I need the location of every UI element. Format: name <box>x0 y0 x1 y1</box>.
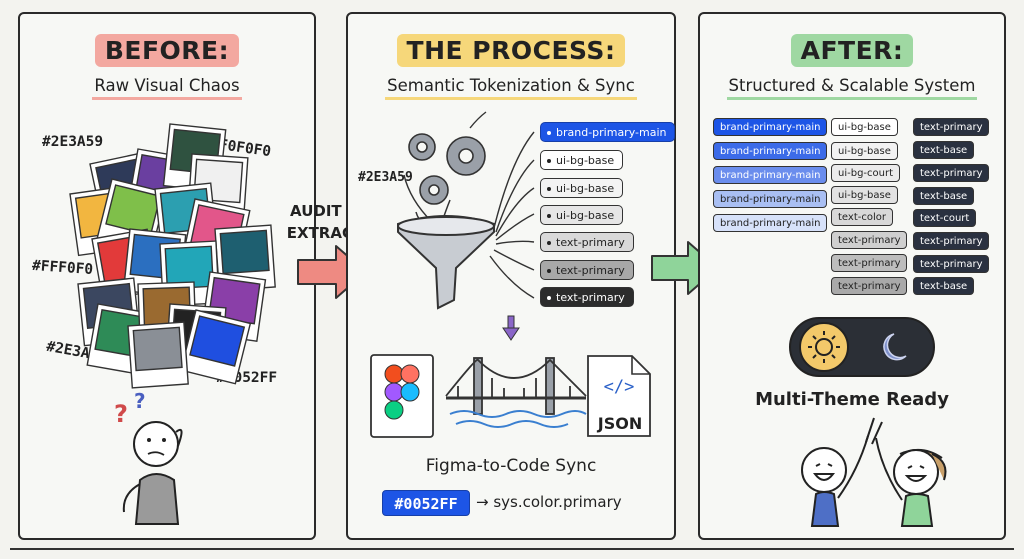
after-subtitle: Structured & Scalable System <box>700 76 1004 100</box>
token-chip: ui-bg-base <box>831 142 898 160</box>
json-file-icon: </> <box>587 355 651 437</box>
process-subtitle: Semantic Tokenization & Sync <box>348 76 674 100</box>
token-chip: text-primary <box>540 260 634 280</box>
theme-toggle[interactable] <box>788 316 936 378</box>
after-panel: AFTER: Structured & Scalable System <box>698 12 1006 540</box>
hex-label: #2E3A59 <box>42 134 104 150</box>
polaroid-pile <box>69 123 276 389</box>
token-chip: ui-bg-base <box>831 118 898 136</box>
before-panel: BEFORE: Raw Visual Chaos #2E3A59 #F0F0F0… <box>18 12 316 540</box>
bottom-divider <box>10 548 1014 550</box>
token-chip: text-primary <box>913 232 990 250</box>
token-chip: text-primary <box>913 118 990 136</box>
input-hex-label: #2E3A59 <box>358 170 413 185</box>
token-chip: text-base <box>913 277 975 295</box>
token-chip: ui-bg-base <box>831 186 898 204</box>
token-chip: ui-bg-court <box>831 164 901 182</box>
sun-icon <box>808 331 840 363</box>
process-title: THE PROCESS: <box>348 34 674 67</box>
token-chip: ui-bg-base <box>540 178 624 198</box>
svg-text:</>: </> <box>604 377 635 397</box>
bridge-icon <box>445 357 587 428</box>
gear-icon <box>408 133 486 205</box>
sync-label: Figma-to-Code Sync <box>425 456 597 476</box>
figma-logo-icon <box>370 354 434 438</box>
token-chip: brand-primary-main <box>713 142 828 160</box>
high-five-people-icon <box>801 417 947 527</box>
token-chip: text-primary <box>540 287 634 307</box>
before-subtitle: Raw Visual Chaos <box>20 76 314 100</box>
token-chip: text-court <box>913 209 977 227</box>
token-chip: text-base <box>913 141 975 159</box>
token-chip: text-primary <box>831 277 908 295</box>
token-chip: text-primary <box>540 232 634 252</box>
code-token-label: → sys.color.primary <box>476 493 622 511</box>
token-chip: text-primary <box>831 254 908 272</box>
token-chip: text-primary <box>913 255 990 273</box>
token-chip: text-color <box>831 208 893 226</box>
json-label: JSON <box>597 414 643 433</box>
confused-person-icon: ? ? <box>114 389 183 525</box>
token-chip: brand-primary-main <box>713 190 828 208</box>
svg-text:?: ? <box>134 389 146 413</box>
token-chip: text-primary <box>831 231 908 249</box>
token-chip: text-primary <box>913 164 990 182</box>
token-chip: ui-bg-base <box>540 205 624 225</box>
token-chip: brand-primary-main <box>713 166 828 184</box>
gears-funnel-diagram <box>397 111 535 341</box>
theme-label: Multi-Theme Ready <box>755 389 949 410</box>
token-chip: ui-bg-base <box>540 150 624 170</box>
after-title: AFTER: <box>700 34 1004 67</box>
before-title: BEFORE: <box>20 34 314 67</box>
token-chip: brand-primary-main <box>713 118 828 136</box>
code-hex-chip: #0052FF <box>382 490 470 516</box>
token-chip: brand-primary-main <box>713 214 828 232</box>
moon-icon <box>883 333 907 361</box>
token-chip: text-base <box>913 187 975 205</box>
svg-text:?: ? <box>114 400 128 428</box>
token-chip: brand-primary-main <box>540 122 676 142</box>
